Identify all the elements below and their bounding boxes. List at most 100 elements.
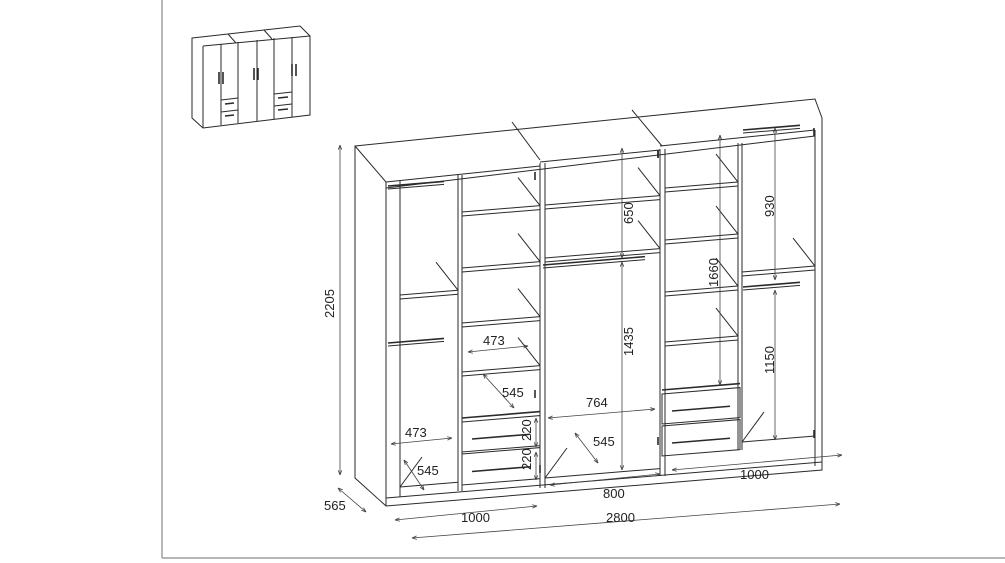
hanging-rail <box>542 259 646 269</box>
shelf <box>461 261 541 269</box>
drawer-handle <box>471 465 531 473</box>
total-width-line-arrowhead <box>411 535 417 540</box>
shelf-depth-edge <box>435 261 459 291</box>
bottom-panel <box>544 468 661 479</box>
drawer-top-line-arrowhead <box>533 417 539 423</box>
drawer-top-rail <box>461 410 541 419</box>
dim-right-module-width: 1000 <box>740 467 769 482</box>
carcass-outline <box>354 98 823 507</box>
middle-width-inner-line-arrowhead <box>650 407 656 412</box>
drawer-handle <box>671 405 731 412</box>
right-lower-line-arrowhead <box>772 289 778 295</box>
left-width-line-arrowhead <box>532 504 538 509</box>
middle-width-inner-line-arrowhead <box>547 415 553 420</box>
shelf <box>544 248 661 259</box>
drawer-handle <box>671 437 731 444</box>
right-shelf-column-line-arrowhead <box>717 134 723 140</box>
hanging-rail <box>542 255 646 266</box>
hanging-rail <box>742 127 801 134</box>
total-height-line-arrowhead <box>337 144 343 150</box>
shelf-depth-edge <box>517 337 541 366</box>
shelf <box>664 181 739 189</box>
middle-width-line <box>549 473 661 486</box>
shelf-depth-line <box>482 373 515 409</box>
hanging-rail <box>387 180 445 187</box>
drawer-front <box>661 387 741 425</box>
bottom-depth <box>741 411 765 443</box>
shelf <box>664 233 739 241</box>
dim-total-height: 2205 <box>322 289 337 318</box>
module-top-joints <box>511 109 663 161</box>
shelf <box>544 195 661 206</box>
drawer-bottom-line-arrowhead <box>533 475 539 481</box>
right-upper-line-arrowhead <box>772 275 778 281</box>
left-side-front-edge <box>354 145 387 506</box>
shelf-width-line-arrowhead <box>467 349 473 354</box>
left-width-line <box>394 505 538 521</box>
dim-drawer-height-bottom: 220 <box>519 448 534 470</box>
dimension-lines <box>337 127 843 540</box>
shelf-depth-edge <box>715 307 739 337</box>
top-panel-front <box>385 129 816 189</box>
left-width-line-arrowhead <box>394 517 400 522</box>
hanging-width-line <box>390 437 453 445</box>
bottom-depth <box>399 456 423 488</box>
shelf-depth-edge <box>792 237 816 267</box>
shelf <box>664 289 739 297</box>
shelf <box>461 316 541 324</box>
dim-right-shelf-column-height: 1660 <box>706 258 721 287</box>
total-width-line-arrowhead <box>835 502 841 507</box>
shelf-depth-edge <box>517 288 541 317</box>
thumbnail-closed-wardrobe <box>191 25 311 129</box>
hanging-rail <box>742 124 801 131</box>
shelf <box>544 199 661 210</box>
drawer-front <box>661 419 741 457</box>
total-width-line <box>411 503 841 539</box>
dim-total-width: 2800 <box>606 510 635 525</box>
shelf <box>461 369 541 377</box>
right-width-line-arrowhead <box>837 453 843 458</box>
middle-hanging-line-arrowhead <box>619 465 625 471</box>
hanging-rail <box>387 337 445 344</box>
hanging-width-line-arrowhead <box>390 441 396 446</box>
total-height-line-arrowhead <box>337 470 343 476</box>
shelf <box>461 209 541 217</box>
bottom-panel <box>741 435 816 443</box>
middle-depth-line-arrowhead <box>593 458 599 464</box>
shelf <box>461 205 541 213</box>
dim-left-module-width: 1000 <box>461 510 490 525</box>
middle-depth-line <box>574 432 599 464</box>
depth-line <box>337 487 367 513</box>
shelf-depth-line-arrowhead <box>509 403 515 409</box>
right-width-line-arrowhead <box>671 467 677 472</box>
dim-hanging-width-left: 473 <box>405 425 427 440</box>
dim-middle-hanging-height: 1435 <box>621 327 636 356</box>
shelf-width-line <box>467 345 529 353</box>
dim-right-lower-hanging-height: 1150 <box>762 346 777 374</box>
shelf <box>399 289 459 296</box>
drawer-front <box>461 415 541 453</box>
shelf <box>664 335 739 343</box>
dim-shelf-width-upper: 473 <box>483 333 505 348</box>
drawer-top-line-arrowhead <box>533 442 539 448</box>
dim-depth: 565 <box>324 498 346 513</box>
dim-middle-upper-height: 650 <box>621 202 636 224</box>
shelf <box>664 285 739 293</box>
shelf <box>544 252 661 263</box>
shelf <box>741 265 816 273</box>
middle-depth-line-arrowhead <box>574 432 580 438</box>
shelf <box>461 265 541 273</box>
shelf-depth-edge <box>637 167 661 196</box>
dim-shelf-depth-upper: 545 <box>502 385 524 400</box>
drawer-top-rail <box>661 382 741 391</box>
hanging-rail <box>387 340 445 347</box>
middle-width-line-arrowhead <box>655 472 661 477</box>
middle-upper-line-arrowhead <box>619 253 625 259</box>
shelf <box>461 320 541 328</box>
middle-width-inner-line <box>547 408 656 419</box>
shelf <box>664 339 739 347</box>
drawer-front <box>461 447 541 486</box>
shelf-depth-edge <box>517 177 541 206</box>
shelf-depth-edge <box>637 220 661 249</box>
